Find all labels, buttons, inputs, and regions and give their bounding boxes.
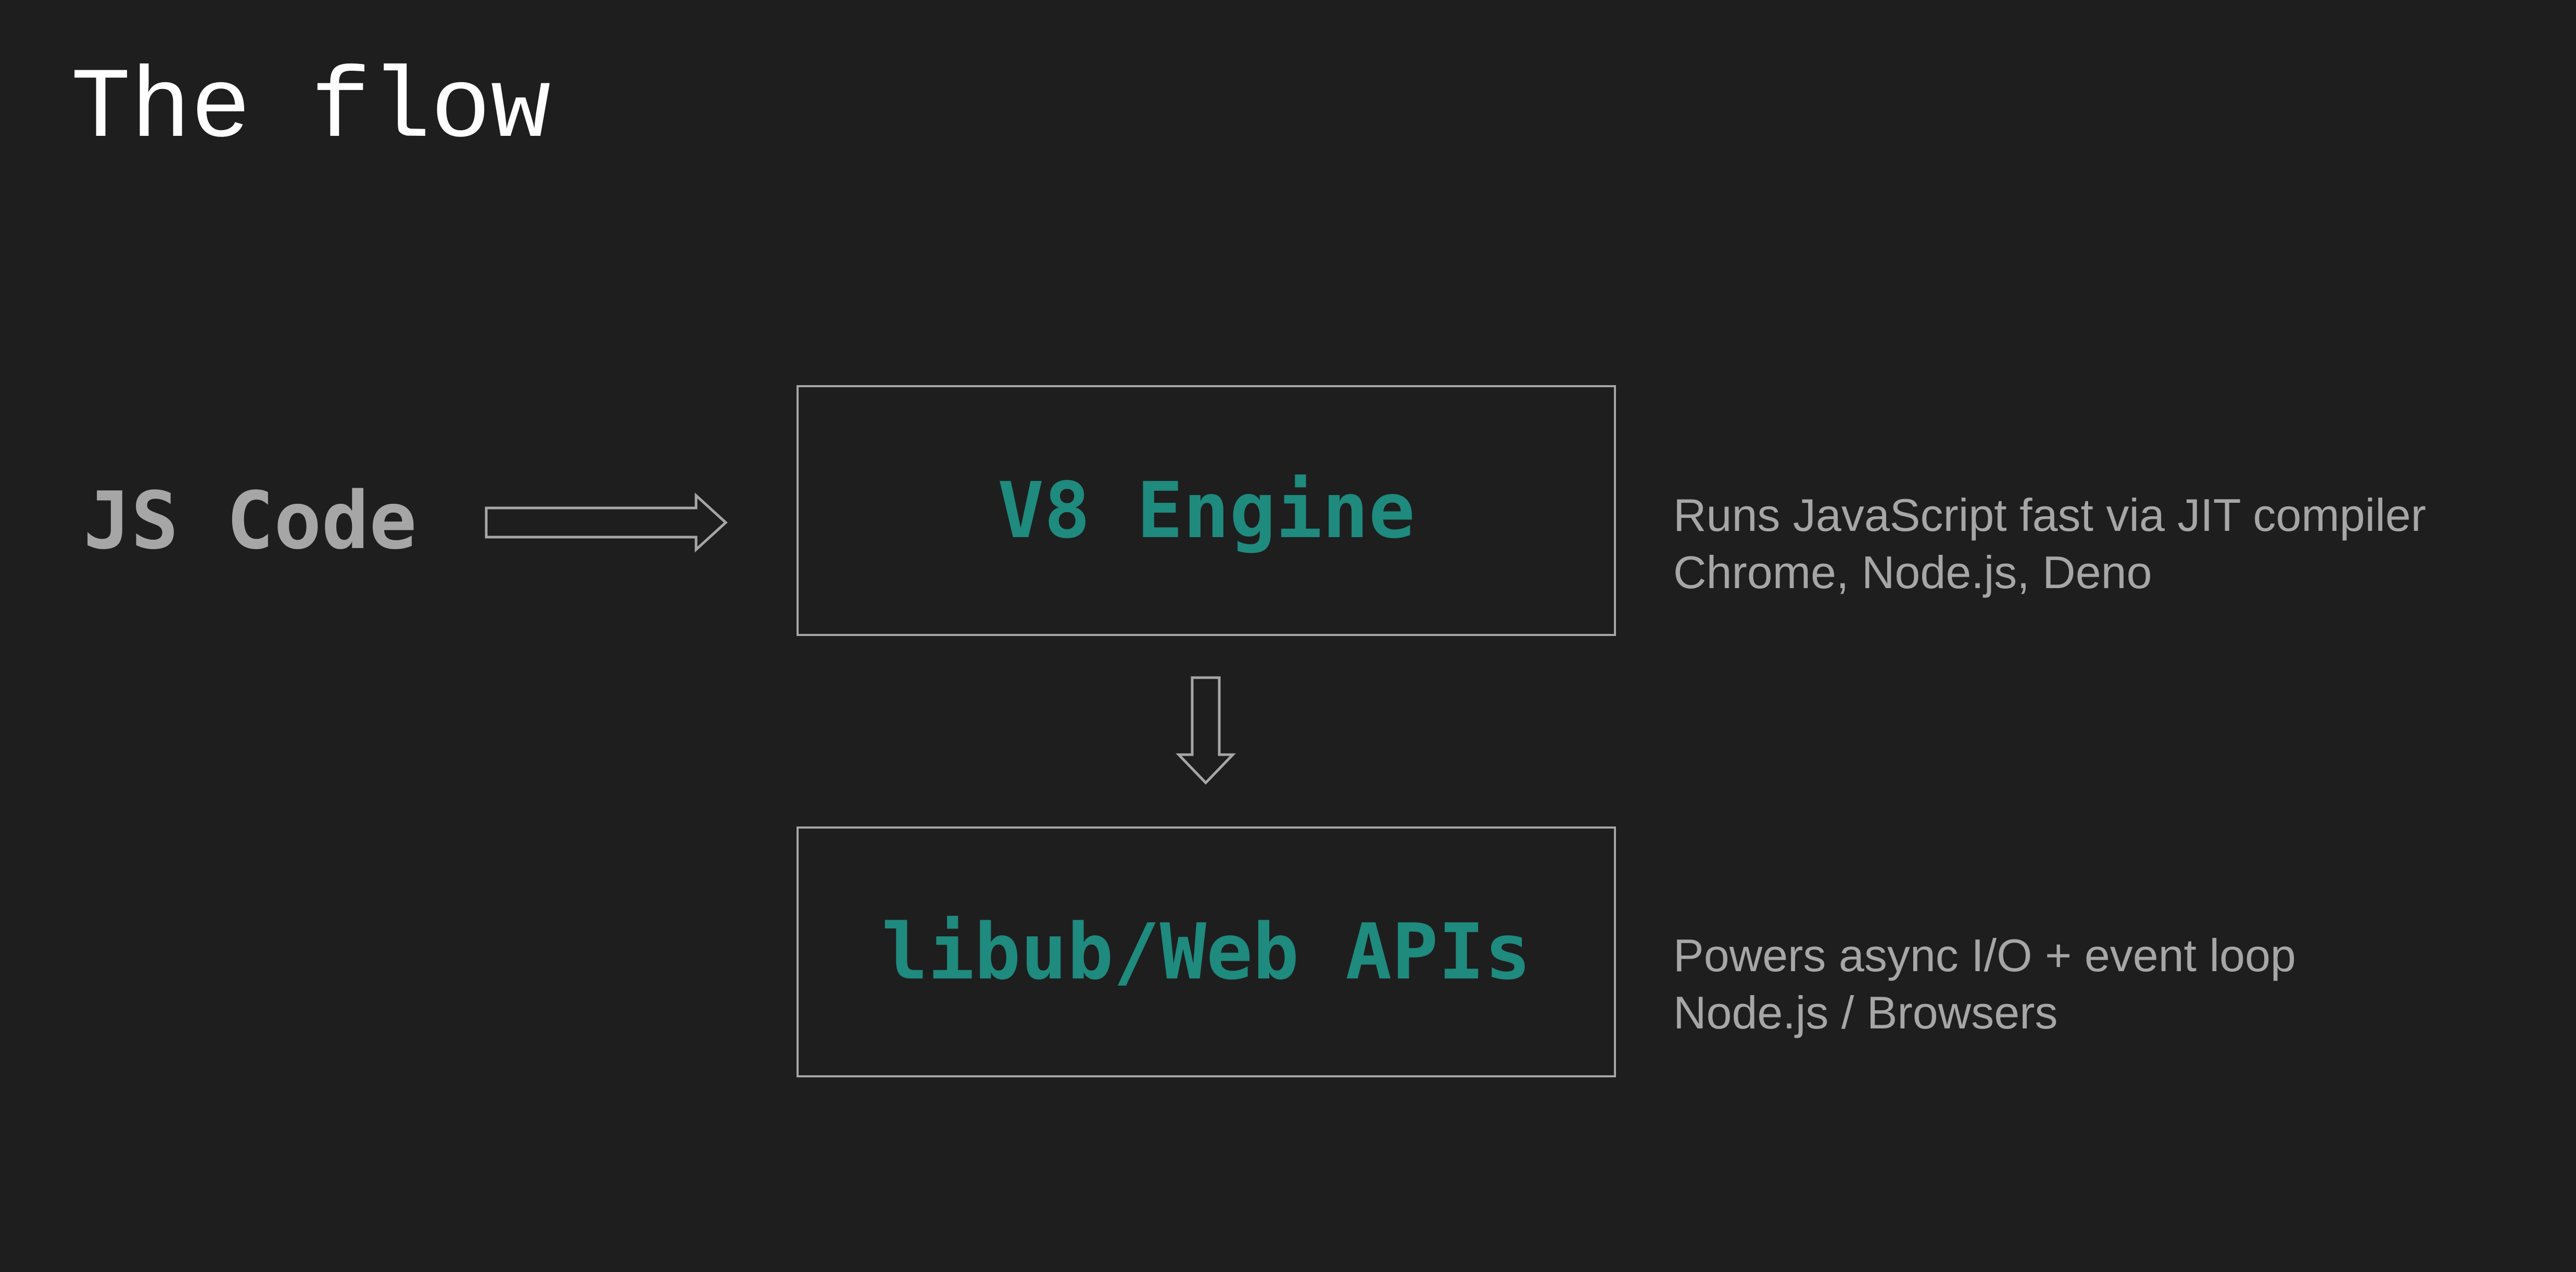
js-code-label: JS Code — [83, 475, 417, 567]
libuv-description-line-2: Node.js / Browsers — [1673, 987, 2058, 1038]
v8-engine-box: V8 Engine — [797, 385, 1616, 636]
right-arrow-icon — [485, 492, 728, 553]
libuv-description-line-1: Powers async I/O + event loop — [1673, 930, 2296, 981]
v8-description-line-2: Chrome, Node.js, Deno — [1673, 546, 2152, 598]
down-arrow-icon — [1176, 676, 1236, 785]
libuv-web-apis-box: libub/Web APIs — [797, 826, 1616, 1077]
libuv-web-apis-label: libub/Web APIs — [881, 907, 1531, 997]
v8-engine-label: V8 Engine — [997, 466, 1415, 555]
v8-engine-description: Runs JavaScript fast via JIT compiler Ch… — [1673, 487, 2426, 601]
libuv-web-apis-description: Powers async I/O + event loop Node.js / … — [1673, 927, 2296, 1041]
v8-description-line-1: Runs JavaScript fast via JIT compiler — [1673, 489, 2426, 541]
slide-title: The flow — [71, 53, 551, 166]
